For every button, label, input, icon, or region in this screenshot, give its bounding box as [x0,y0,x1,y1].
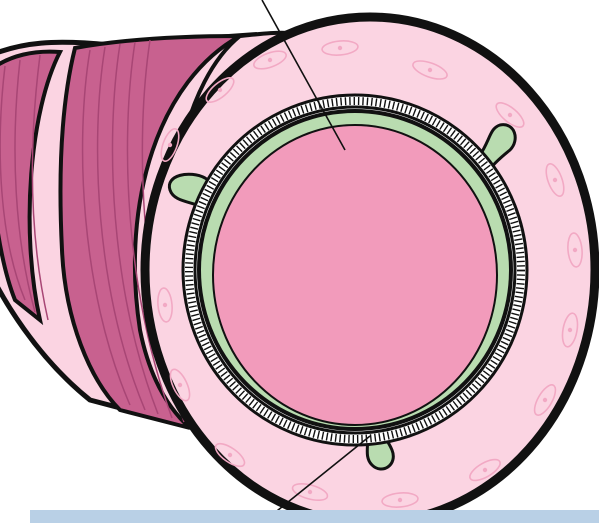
bottom-band [30,510,599,523]
lumen [213,125,497,425]
vessel-cross-section [145,17,595,523]
